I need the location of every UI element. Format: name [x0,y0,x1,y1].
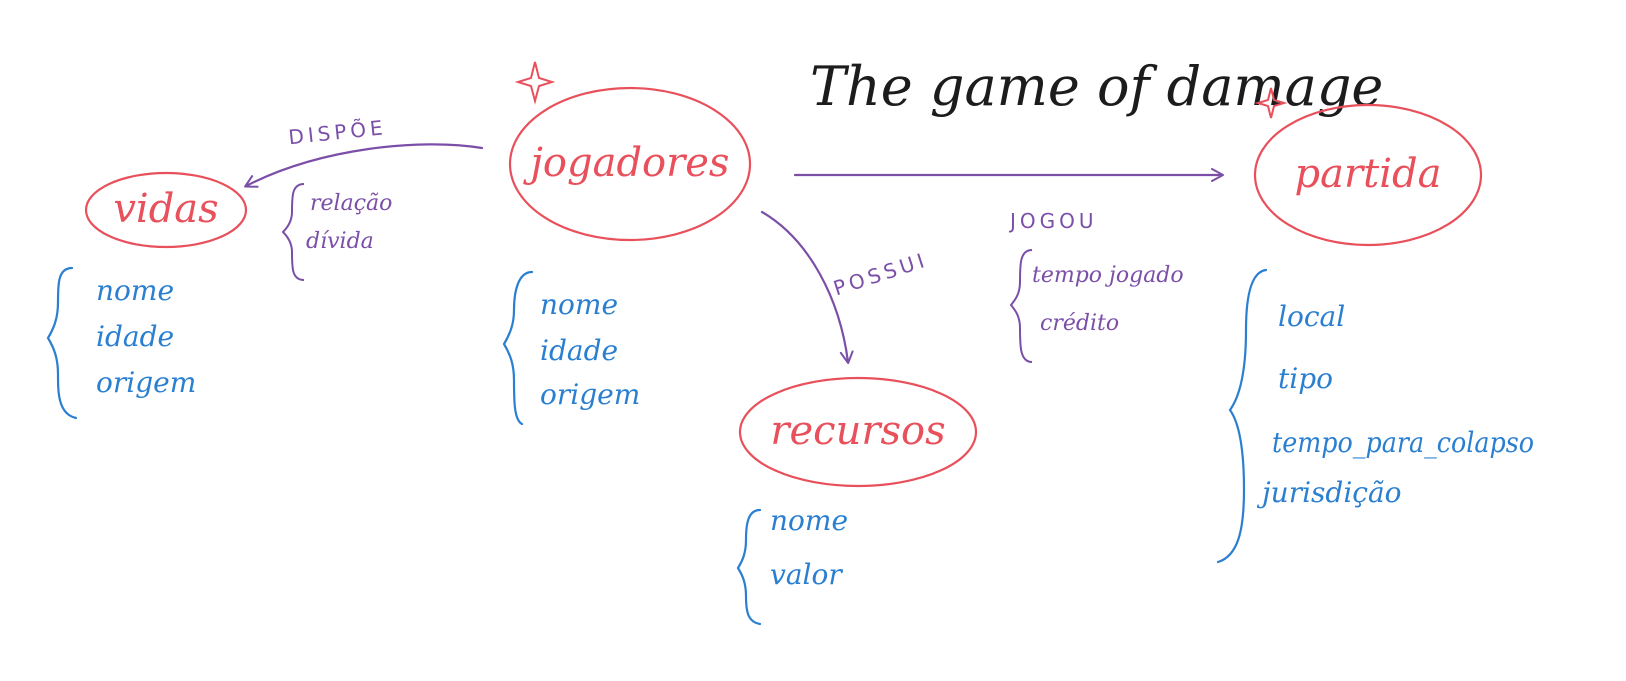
attribute-vidas-nome: nome [96,274,174,307]
attributes-partida-brace [1216,268,1268,564]
attributes-recursos: nome valor [736,504,848,626]
attribute-vidas-idade: idade [96,320,174,353]
relationship-possui-arrow [760,210,854,364]
attribute-partida-tipo: tipo [1278,362,1333,395]
diagram-title: The game of damage [810,55,1383,118]
relationship-dispoe: DISPÕE relação dívida [244,115,484,281]
star-icon [514,61,556,105]
entity-vidas-ellipse [84,171,248,249]
entity-vidas-name: vidas [113,186,218,232]
relationship-jogou-label: JOGOU [1008,209,1098,233]
entity-jogadores-ellipse [508,86,752,242]
star-icon [1254,87,1288,119]
attribute-recursos-valor: valor [770,558,843,591]
attributes-vidas-brace [46,266,78,420]
attribute-jogadores-origem: origem [540,378,640,411]
entity-recursos-ellipse [738,376,978,488]
attribute-recursos-nome: nome [770,504,848,537]
attribute-partida-tempo-para-colapso: tempo_para_colapso [1272,426,1534,459]
entity-partida-name: partida [1295,151,1442,197]
relationship-possui-label: POSSUI [830,247,930,300]
relationship-possui: POSSUI [760,210,931,364]
entity-recursos: recursos [738,376,978,488]
relationship-jogou-attr-1: tempo jogado [1032,263,1184,288]
attributes-jogadores: nome idade origem [502,270,640,426]
entity-partida: partida [1253,87,1483,247]
attributes-partida: local tipo tempo_para_colapso jurisdição [1216,268,1534,564]
attributes-jogadores-brace [502,270,534,426]
attribute-jogadores-idade: idade [540,334,618,367]
relationship-dispoe-attr-2: dívida [306,229,374,254]
attribute-partida-jurisdicao: jurisdição [1256,476,1402,509]
attributes-recursos-brace [736,508,762,626]
relationship-dispoe-brace [281,183,305,281]
attribute-jogadores-nome: nome [540,288,618,321]
entity-jogadores: jogadores [508,61,752,242]
entity-jogadores-name: jogadores [523,140,730,186]
entity-vidas: vidas [84,171,248,249]
relationship-dispoe-arrow [244,143,484,188]
relationship-dispoe-label: DISPÕE [287,115,387,149]
relationship-jogou-attr-2: crédito [1040,311,1119,336]
entity-partida-ellipse [1253,103,1483,247]
attributes-vidas: nome idade origem [46,266,196,420]
relationship-jogou: JOGOU tempo jogado crédito [793,168,1224,363]
relationship-dispoe-attr-1: relação [310,191,392,216]
attribute-partida-local: local [1278,300,1345,333]
entity-recursos-name: recursos [770,408,945,454]
relationship-jogou-brace [1009,249,1033,363]
attribute-vidas-origem: origem [96,366,196,399]
